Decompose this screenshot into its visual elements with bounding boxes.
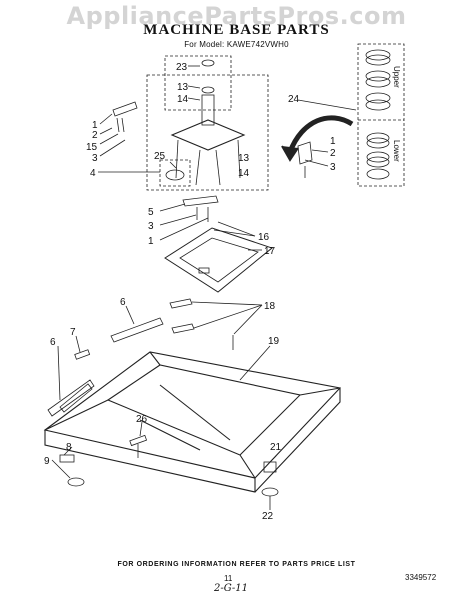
top-seal bbox=[201, 59, 215, 67]
document-number: 3349572 bbox=[405, 573, 437, 582]
callout-18: 18 bbox=[264, 301, 276, 312]
callout-8: 8 bbox=[66, 442, 72, 453]
callout-9: 9 bbox=[44, 456, 50, 467]
callout-2: 2 bbox=[92, 130, 98, 141]
upper-rail bbox=[110, 317, 164, 343]
callout-2-right: 2 bbox=[330, 148, 336, 159]
callout-19: 19 bbox=[268, 336, 280, 347]
upper-part-box bbox=[164, 55, 232, 111]
callout-22: 22 bbox=[262, 511, 274, 522]
page-number: 11 bbox=[224, 574, 233, 583]
callout-5: 5 bbox=[148, 207, 154, 218]
lower-bearing-set bbox=[366, 132, 390, 180]
callout-21: 21 bbox=[270, 442, 282, 453]
right-bracket bbox=[297, 141, 313, 178]
callout-3-right: 3 bbox=[330, 162, 336, 173]
callout-3-mid: 3 bbox=[148, 221, 154, 232]
callout-25: 25 bbox=[154, 151, 166, 162]
side-rail bbox=[47, 379, 95, 417]
callout-13-lower: 13 bbox=[238, 153, 250, 164]
callout-1-mid: 1 bbox=[148, 236, 154, 247]
upper-bearing-set bbox=[365, 49, 391, 111]
callout-1-right: 1 bbox=[330, 136, 336, 147]
callout-1: 1 bbox=[92, 120, 98, 131]
callout-3: 3 bbox=[92, 153, 98, 164]
left-bracket bbox=[112, 101, 138, 133]
motor-plate bbox=[164, 227, 274, 293]
callout-4: 4 bbox=[90, 168, 96, 179]
leveling-foot-right bbox=[261, 487, 279, 497]
callout-14-lower: 14 bbox=[238, 168, 250, 179]
pulley-box bbox=[159, 159, 191, 187]
callout-15: 15 bbox=[86, 142, 98, 153]
callout-7: 7 bbox=[70, 327, 76, 338]
diagram-title: MACHINE BASE PARTS bbox=[143, 22, 330, 38]
upper-label: Upper bbox=[392, 66, 401, 88]
callout-17: 17 bbox=[264, 246, 276, 257]
callout-13: 13 bbox=[177, 82, 189, 93]
callout-14: 14 bbox=[177, 94, 189, 105]
bearing-box bbox=[357, 43, 405, 187]
leveling-foot-left bbox=[67, 477, 85, 487]
machine-base-frame bbox=[43, 351, 342, 493]
lower-label: Lower bbox=[392, 140, 401, 162]
hold-down-bracket bbox=[182, 195, 219, 207]
watermark: AppliancePartsPros.com bbox=[66, 2, 407, 30]
callout-6: 6 bbox=[120, 297, 126, 308]
callout-24: 24 bbox=[288, 94, 300, 105]
callout-23: 23 bbox=[176, 62, 188, 73]
transmission-box bbox=[146, 74, 269, 191]
diagram-subtitle: For Model: KAWE742VWH0 bbox=[184, 40, 289, 49]
callout-16: 16 bbox=[258, 232, 270, 243]
callout-6-side: 6 bbox=[50, 337, 56, 348]
handwritten-note: 2-G-11 bbox=[214, 583, 249, 594]
transmission-spider bbox=[170, 86, 246, 186]
ordering-note: FOR ORDERING INFORMATION REFER TO PARTS … bbox=[117, 561, 356, 568]
callout-26: 26 bbox=[136, 414, 148, 425]
pulley bbox=[165, 169, 185, 181]
